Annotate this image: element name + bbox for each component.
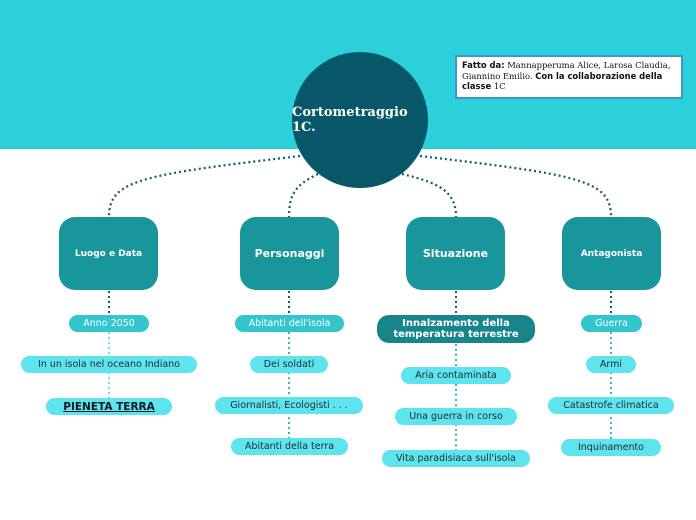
item-label: Armi [599, 359, 623, 370]
item-guerra[interactable]: Guerra [581, 315, 642, 332]
link-root-personaggi [287, 173, 319, 218]
item-label: Inquinamento [577, 442, 644, 453]
link-root-luogo [107, 154, 301, 218]
item-vita-paradisiaca[interactable]: Vita paradisiaca sull'isola [382, 450, 530, 467]
item-aria-contaminata[interactable]: Aria contaminata [401, 367, 511, 384]
item-label: Una guerra in corso [409, 411, 503, 422]
item-inquinamento[interactable]: Inquinamento [561, 439, 661, 456]
item-catastrofe-climatica[interactable]: Catastrofe climatica [548, 397, 674, 414]
item-label: Dei soldati [263, 359, 315, 370]
item-anno-2050[interactable]: Anno 2050 [69, 315, 149, 332]
branch-label: Antagonista [580, 248, 643, 259]
branch-situazione[interactable]: Situazione [406, 217, 505, 290]
root-node[interactable]: Cortometraggio 1C. [292, 52, 428, 188]
item-label: Aria contaminata [415, 370, 497, 381]
item-label: Innalzamento della temperatura terrestre [393, 317, 519, 341]
link-root-antagonista [419, 154, 613, 218]
note-class: 1C [493, 81, 506, 91]
item-label: In un isola nel oceano Indiano [37, 359, 180, 370]
item-label: Anno 2050 [83, 318, 135, 329]
item-innalzamento[interactable]: Innalzamento della temperatura terrestre [377, 315, 535, 343]
item-label: Vita paradisiaca sull'isola [396, 453, 516, 464]
note-names: Mannapperuma Alice, Larosa Claudia, Gian… [462, 60, 671, 81]
item-guerra-in-corso[interactable]: Una guerra in corso [395, 408, 517, 425]
branch-luogo-e-data[interactable]: Luogo e Data [59, 217, 158, 290]
branch-antagonista[interactable]: Antagonista [562, 217, 661, 290]
item-pieneta-terra[interactable]: PIENETA TERRA [46, 398, 172, 415]
branch-label: Personaggi [254, 247, 325, 260]
item-label: Catastrofe climatica [563, 400, 659, 411]
item-label: PIENETA TERRA [63, 400, 155, 413]
branch-personaggi[interactable]: Personaggi [240, 217, 339, 290]
item-abitanti-isola[interactable]: Abitanti dell'isola [235, 315, 344, 332]
item-giornalisti[interactable]: Giornalisti, Ecologisti . . . [215, 397, 363, 414]
item-soldati[interactable]: Dei soldati [250, 356, 328, 373]
authors-note: Fatto da: Mannapperuma Alice, Larosa Cla… [455, 55, 683, 99]
item-isola-oceano[interactable]: In un isola nel oceano Indiano [21, 356, 197, 373]
branch-label: Situazione [422, 247, 489, 260]
item-armi[interactable]: Armi [586, 356, 636, 373]
branch-label: Luogo e Data [74, 248, 143, 259]
link-root-situazione [401, 172, 458, 218]
item-label: Guerra [595, 318, 628, 329]
item-label: Abitanti dell'isola [248, 318, 331, 329]
item-label: Giornalisti, Ecologisti . . . [230, 400, 348, 411]
note-prefix: Fatto da: [462, 60, 505, 70]
item-abitanti-terra[interactable]: Abitanti della terra [231, 438, 348, 455]
root-label: Cortometraggio 1C. [292, 105, 408, 135]
note-suffix: Con la collaborazione della classe [462, 70, 663, 92]
item-label: Abitanti della terra [244, 441, 335, 452]
